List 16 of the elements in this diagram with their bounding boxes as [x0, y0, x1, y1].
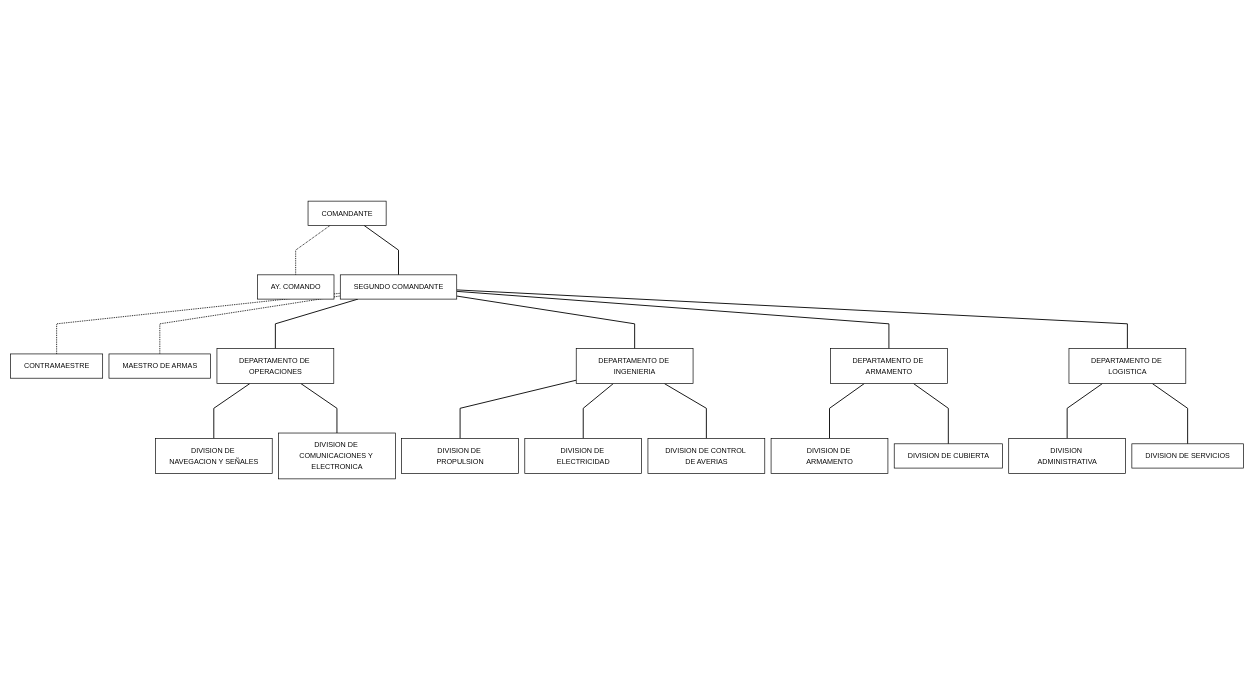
- connector: [455, 290, 889, 349]
- connector: [294, 224, 331, 275]
- connector: [912, 382, 949, 444]
- connector: [158, 295, 341, 354]
- connector: [582, 382, 614, 439]
- connector: [455, 288, 1128, 349]
- connector: [55, 292, 341, 354]
- connector: [1151, 382, 1188, 444]
- connector: [455, 295, 635, 349]
- connector: [299, 382, 337, 433]
- connector: [1066, 382, 1103, 439]
- connector: [828, 382, 865, 439]
- connector: [363, 224, 399, 275]
- connector: [459, 379, 577, 439]
- connector: [274, 298, 358, 349]
- connector: [212, 382, 250, 439]
